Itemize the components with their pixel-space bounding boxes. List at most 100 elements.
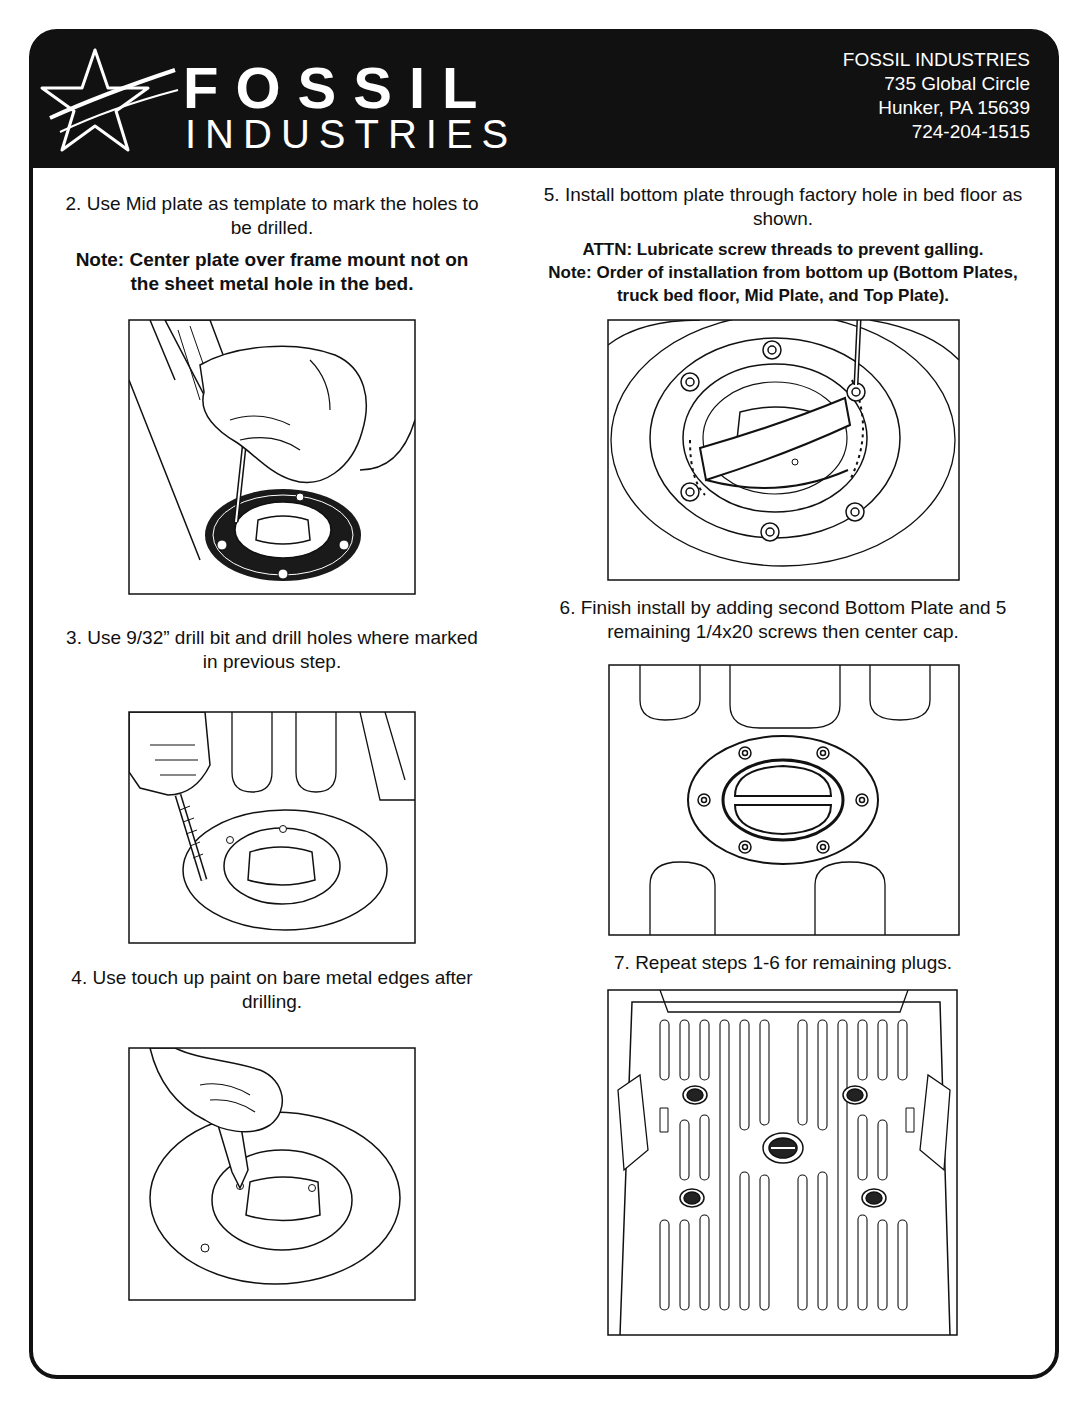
- step5-illustration: [856, 320, 859, 385]
- step3-illustration: [224, 828, 340, 904]
- step7-illustration: [680, 1020, 689, 1080]
- step7-illustration: [687, 1089, 703, 1101]
- step7-illustration: [798, 1175, 807, 1310]
- step6-illustration: [730, 665, 840, 728]
- page-frame: [31, 31, 1057, 1377]
- step7-illustration: [847, 1089, 863, 1101]
- step7-illustration: [818, 1172, 827, 1310]
- phone-number: 724-204-1515: [912, 121, 1030, 143]
- step7-illustration: [740, 1172, 749, 1310]
- step7-illustration: [660, 1220, 669, 1310]
- step6-illustration: [640, 665, 930, 935]
- step6-illustration: [870, 665, 930, 720]
- step5-illustration: [766, 528, 774, 536]
- step-caption: 4. Use touch up paint on bare metal edge…: [62, 966, 482, 1014]
- page-frame: [31, 31, 1057, 1377]
- step6-frame: [609, 665, 959, 935]
- step-note: Note: Center plate over frame mount not …: [62, 248, 482, 296]
- step7-illustration: [720, 1020, 729, 1310]
- step5-illustration: [847, 383, 865, 401]
- step7-illustration: [683, 1086, 707, 1104]
- step7-illustration: [858, 1215, 867, 1310]
- step7-illustration: [878, 1020, 887, 1080]
- step2-illustration: [296, 493, 304, 501]
- step2-illustration: [278, 569, 288, 579]
- step7-illustration: [858, 1020, 867, 1080]
- step4-illustration: [150, 1048, 282, 1132]
- step2-illustration: [200, 346, 366, 482]
- step7-illustration: [838, 1020, 847, 1310]
- step2-illustration: [213, 495, 353, 575]
- step2-illustration: [205, 489, 361, 581]
- step3-illustration: [183, 810, 387, 930]
- step-note: Note: Order of installation from bottom …: [543, 261, 1023, 307]
- step6-illustration: [735, 805, 831, 834]
- step4-illustration: [246, 1177, 320, 1221]
- step4-illustration: [150, 1048, 400, 1284]
- step5-illustration: [852, 388, 860, 396]
- address-line: Hunker, PA 15639: [878, 97, 1030, 119]
- step2-frame: [129, 320, 415, 594]
- step7-illustration: [769, 1138, 797, 1158]
- step3-illustration: [232, 712, 272, 792]
- step5-illustration: [611, 320, 955, 566]
- step7-illustration: [818, 1020, 827, 1130]
- step2-illustration: [129, 320, 415, 581]
- company-name: FOSSIL INDUSTRIES: [843, 49, 1030, 71]
- step7-illustration: [700, 1115, 709, 1180]
- step6-illustration: [702, 798, 707, 803]
- step5-illustration: [761, 523, 779, 541]
- step7-illustration: [700, 1020, 709, 1080]
- step-caption: 7. Repeat steps 1-6 for remaining plugs.: [548, 951, 1018, 975]
- step3-illustration: [178, 795, 204, 880]
- step5-illustration: [681, 341, 865, 541]
- step5-illustration: [851, 508, 859, 516]
- step6-illustration: [739, 841, 751, 853]
- step6-illustration: [739, 747, 751, 759]
- step2-illustration: [339, 540, 349, 550]
- page-frame: [31, 31, 1057, 168]
- step7-illustration: [680, 1120, 689, 1180]
- step6-illustration: [815, 862, 885, 935]
- logo-word: FOSSIL: [183, 58, 494, 118]
- step4-illustration: [200, 1084, 255, 1112]
- step-caption: 2. Use Mid plate as template to mark the…: [62, 192, 482, 240]
- step2-illustration: [217, 540, 227, 550]
- step5-illustration: [681, 483, 699, 501]
- step7-illustration: [660, 1108, 914, 1132]
- step6-illustration: [688, 736, 878, 864]
- step7-illustration: [618, 1075, 950, 1170]
- step5-illustration: [706, 470, 848, 488]
- step3-illustration: [296, 712, 336, 792]
- step-caption: 3. Use 9/32” drill bit and drill holes w…: [62, 626, 482, 674]
- step4-illustration: [309, 1185, 316, 1192]
- step5-frame: [608, 320, 959, 580]
- step2-illustration: [235, 502, 331, 558]
- logo-word: INDUSTRIES: [185, 112, 517, 156]
- step7-illustration: [858, 1115, 867, 1180]
- step7-illustration: [618, 990, 950, 1335]
- step7-illustration: [760, 1175, 769, 1310]
- step2-illustration: [230, 360, 330, 450]
- step6-illustration: [743, 751, 748, 756]
- step5-illustration: [681, 373, 699, 391]
- step6-illustration: [817, 841, 829, 853]
- logo-star: [42, 50, 178, 150]
- step7-illustration: [660, 1020, 907, 1310]
- step6-illustration: [743, 845, 748, 850]
- step3-illustration: [129, 712, 415, 930]
- step-caption: 5. Install bottom plate through factory …: [543, 183, 1023, 231]
- step7-illustration: [760, 1020, 769, 1125]
- step6-illustration: [723, 760, 843, 840]
- step-panel: 4. Use touch up paint on bare metal edge…: [62, 966, 482, 1048]
- step-panel: 5. Install bottom plate through factory …: [543, 183, 1023, 320]
- step7-illustration: [740, 1020, 749, 1130]
- step5-illustration: [846, 503, 864, 521]
- step7-illustration: [620, 1002, 950, 1335]
- step3-illustration: [227, 837, 234, 844]
- step7-illustration: [898, 1020, 907, 1080]
- step5-illustration: [690, 380, 863, 495]
- step7-illustration: [843, 1086, 867, 1104]
- step6-illustration: [735, 766, 831, 796]
- step5-illustration: [856, 320, 859, 385]
